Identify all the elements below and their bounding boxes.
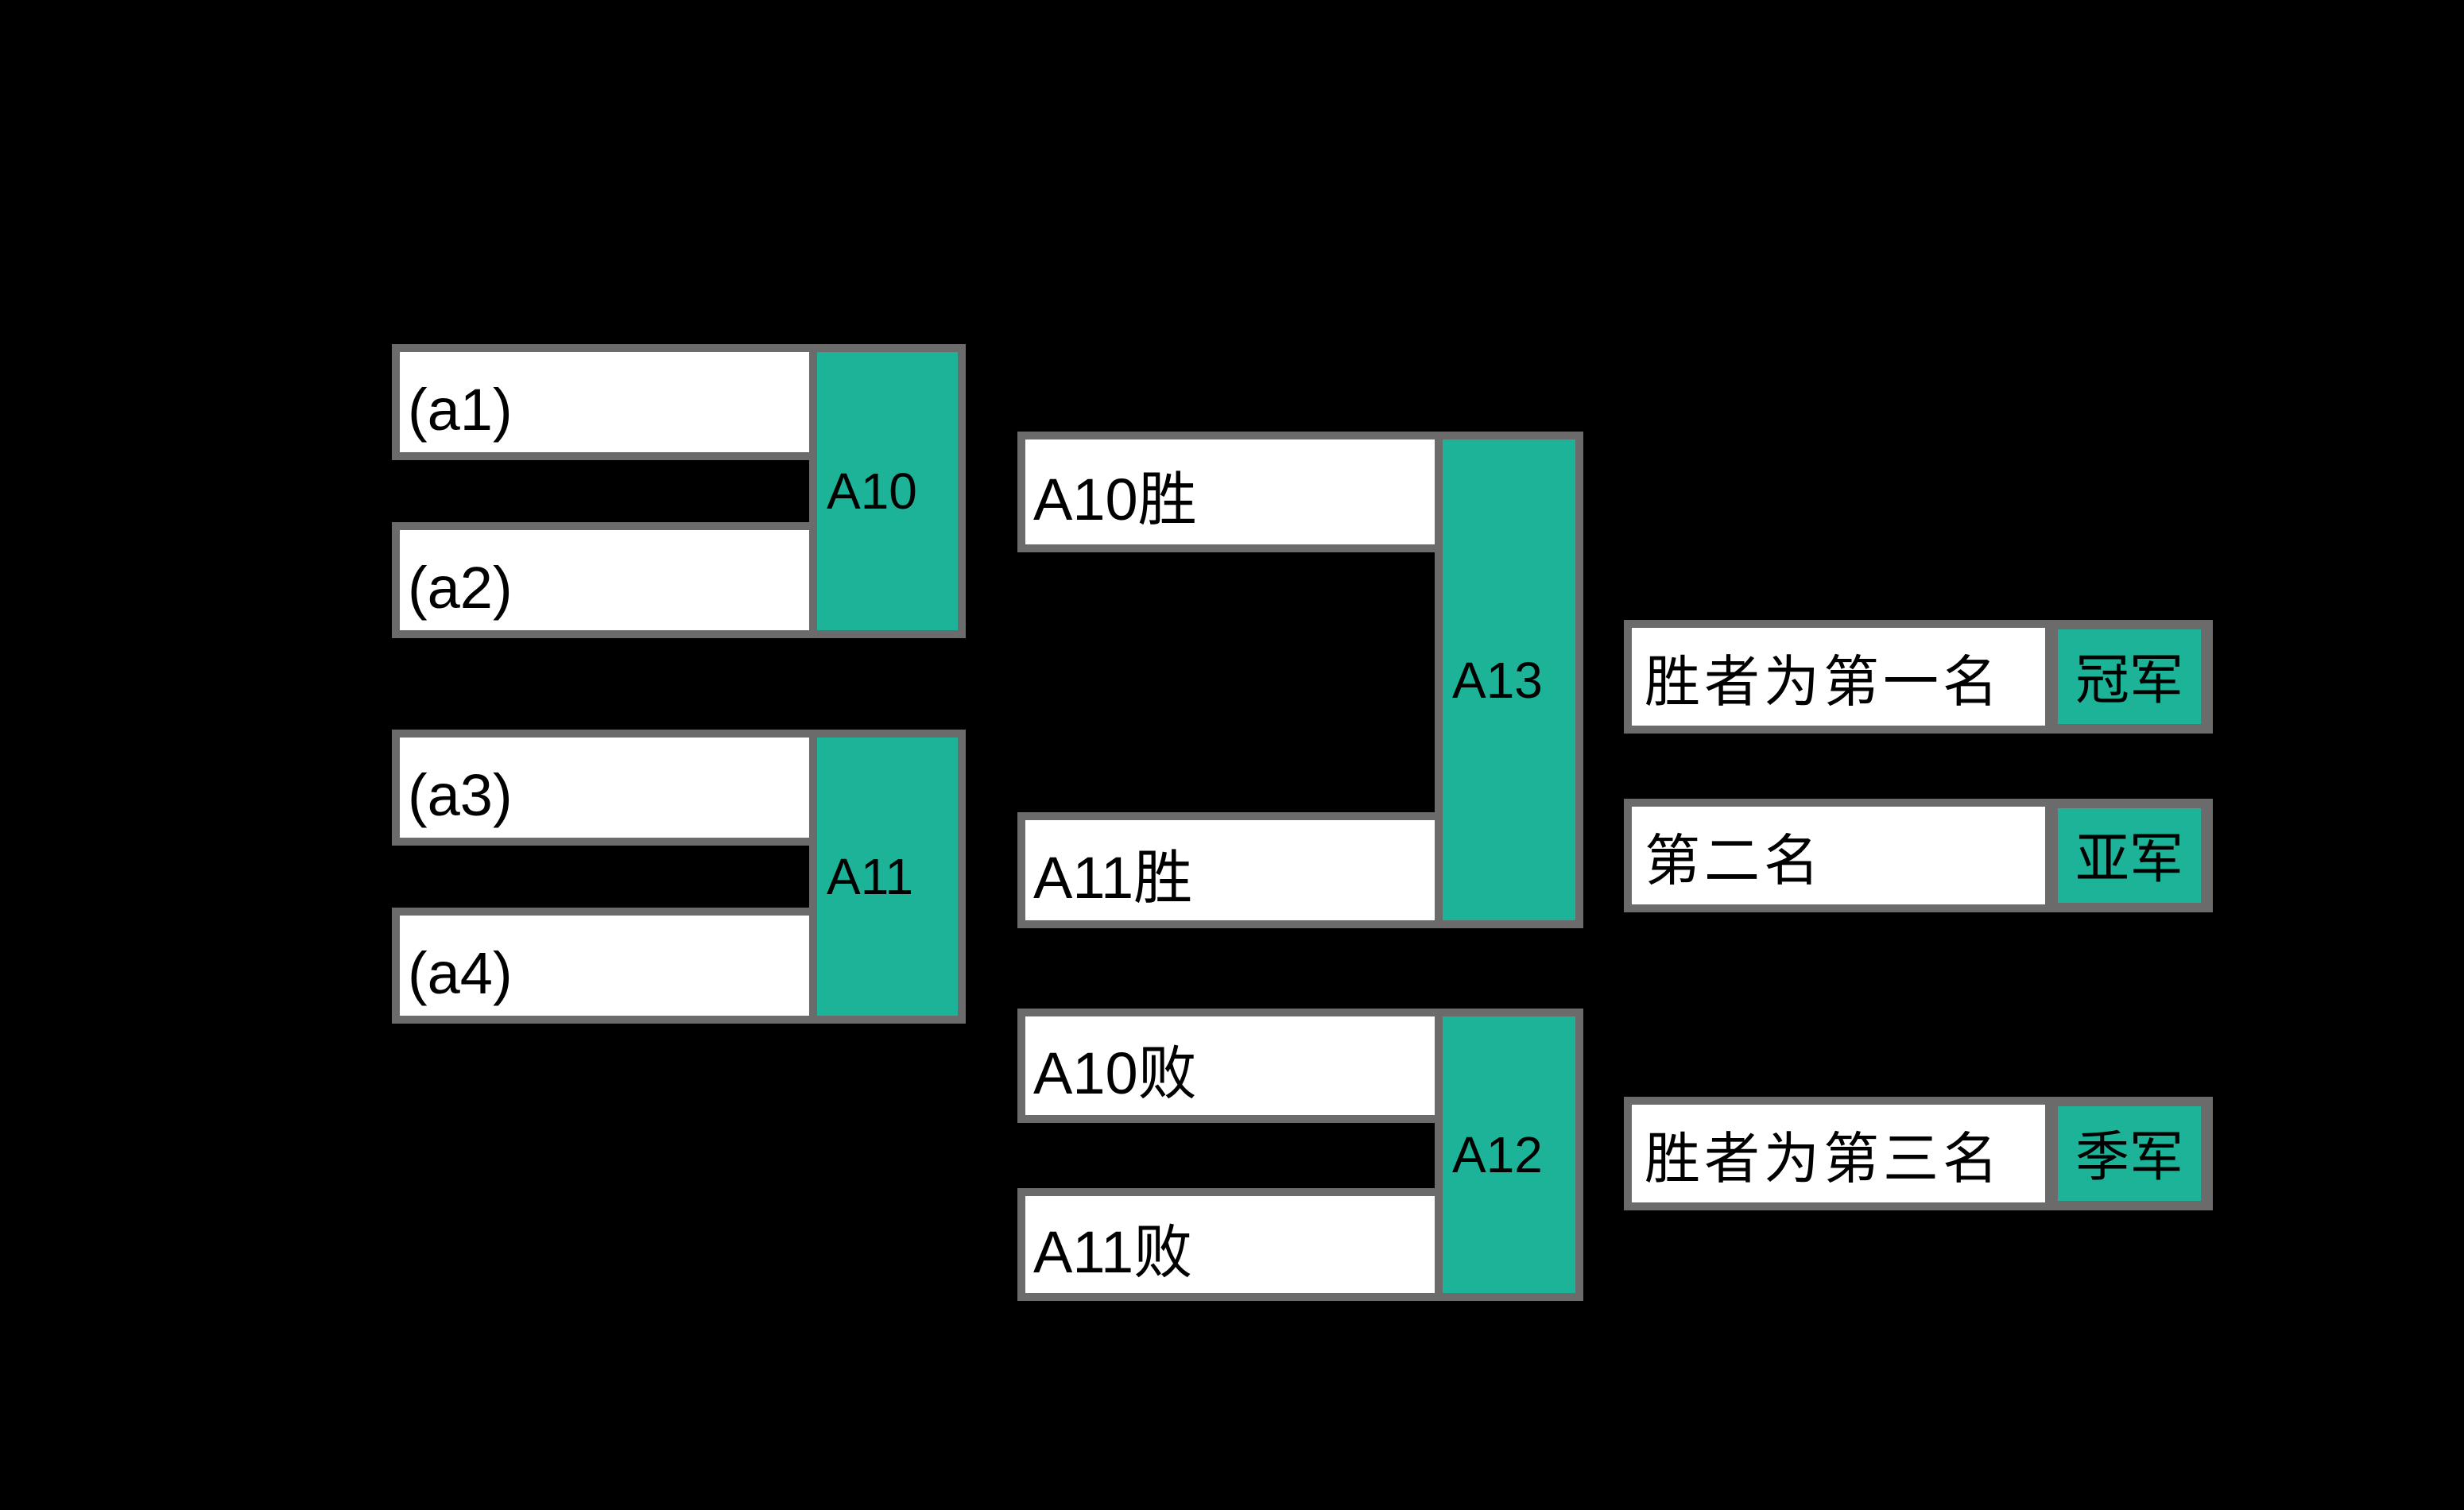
team-slot-a4: (a4) — [392, 908, 817, 1024]
result-row-third-place: 胜者为第三名 季军 — [1624, 1097, 2213, 1210]
team-slot-a10-winner: A10胜 — [1017, 432, 1443, 552]
team-slot-a11-winner-label: A11胜 — [1033, 845, 1193, 911]
team-slot-a10-loser: A10败 — [1017, 1009, 1443, 1123]
team-slot-a11-loser-label: A11败 — [1033, 1219, 1193, 1285]
team-slot-a10-loser-label: A10败 — [1033, 1040, 1197, 1106]
team-slot-a2-label: (a2) — [408, 555, 513, 621]
result-text-third-place: 胜者为第三名 — [1645, 1129, 2002, 1191]
match-box-a13: A13 — [1435, 432, 1583, 928]
team-slot-a11-winner: A11胜 — [1017, 812, 1443, 928]
award-label-third-place: 季军 — [2075, 1126, 2183, 1187]
award-badge-third-place: 季军 — [2058, 1106, 2201, 1201]
match-box-a11-label: A11 — [827, 848, 914, 905]
team-slot-a3-label: (a3) — [408, 762, 513, 828]
match-box-a10: A10 — [809, 344, 966, 638]
match-box-a10-label: A10 — [827, 463, 917, 520]
team-slot-a10-winner-label: A10胜 — [1033, 467, 1197, 532]
award-label-champion: 冠军 — [2075, 649, 2183, 710]
result-row-second-place: 第二名 亚军 — [1624, 799, 2213, 912]
result-text-first-place: 胜者为第一名 — [1645, 652, 2002, 714]
award-badge-runner-up: 亚军 — [2058, 808, 2201, 903]
result-text-box-third-place: 胜者为第三名 — [1632, 1105, 2045, 1202]
match-box-a12-label: A12 — [1452, 1126, 1543, 1183]
team-slot-a3: (a3) — [392, 730, 817, 846]
team-slot-a1: (a1) — [392, 344, 817, 460]
award-badge-champion: 冠军 — [2058, 629, 2201, 724]
team-slot-a2: (a2) — [392, 522, 817, 638]
match-box-a13-label: A13 — [1452, 651, 1543, 709]
result-text-box-first-place: 胜者为第一名 — [1632, 628, 2045, 726]
result-text-box-second-place: 第二名 — [1632, 807, 2045, 904]
result-row-first-place: 胜者为第一名 冠军 — [1624, 620, 2213, 734]
match-box-a11: A11 — [809, 730, 966, 1024]
team-slot-a4-label: (a4) — [408, 940, 513, 1006]
team-slot-a1-label: (a1) — [408, 377, 513, 443]
result-text-second-place: 第二名 — [1645, 830, 1823, 892]
award-label-runner-up: 亚军 — [2075, 828, 2183, 889]
team-slot-a11-loser: A11败 — [1017, 1188, 1443, 1301]
match-box-a12: A12 — [1435, 1009, 1583, 1301]
